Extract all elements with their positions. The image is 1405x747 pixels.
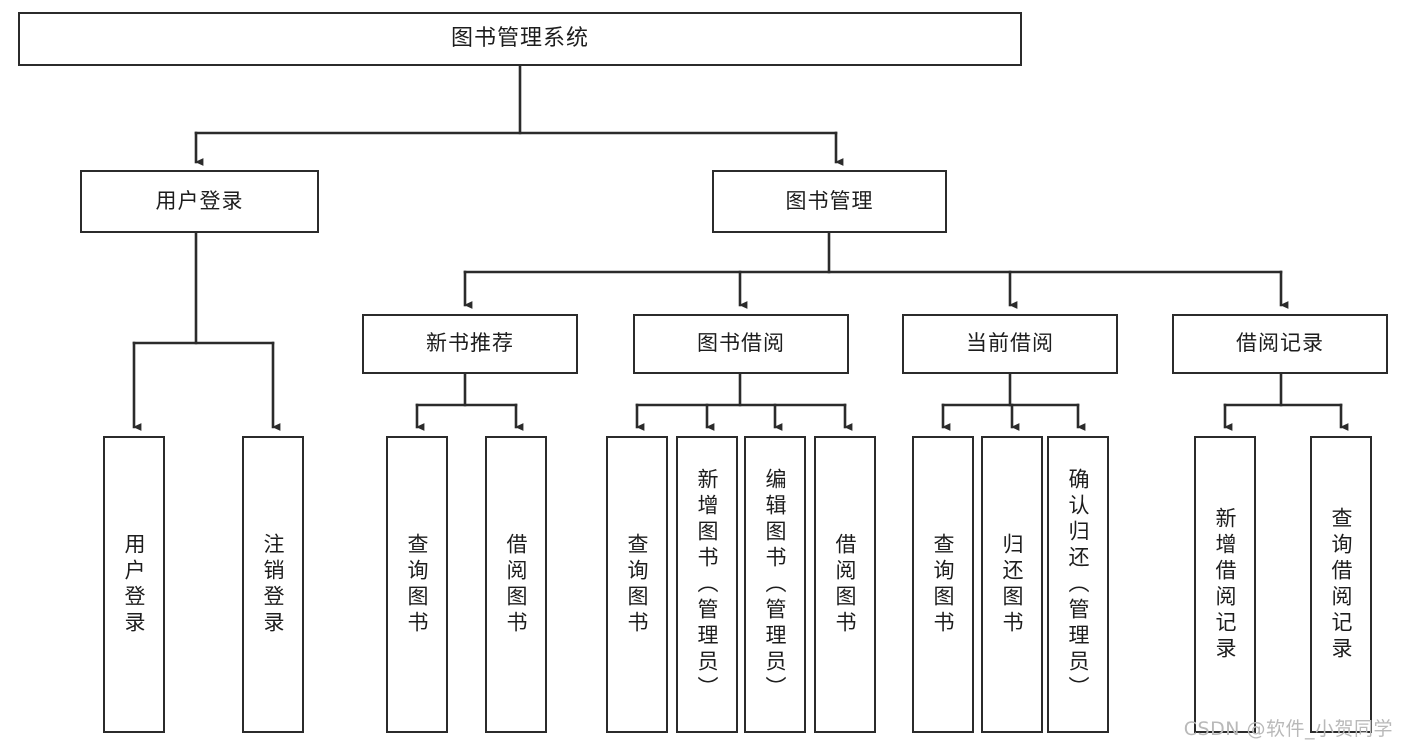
leaf-current-confirm-return[interactable]: 确认归还（管理员） bbox=[1047, 436, 1109, 733]
leaf-label: 查询图书 bbox=[931, 532, 956, 637]
leaf-label: 借阅图书 bbox=[833, 532, 858, 637]
node-user-login[interactable]: 用户登录 bbox=[80, 170, 319, 233]
leaf-borrow-borrow-book[interactable]: 借阅图书 bbox=[814, 436, 876, 733]
leaf-label: 查询借阅记录 bbox=[1329, 506, 1354, 663]
leaf-label: 借阅图书 bbox=[504, 532, 529, 637]
leaf-new-book-borrow[interactable]: 借阅图书 bbox=[485, 436, 547, 733]
leaf-borrow-add-book[interactable]: 新增图书（管理员） bbox=[676, 436, 738, 733]
leaf-borrow-query-book[interactable]: 查询图书 bbox=[606, 436, 668, 733]
node-book-borrow[interactable]: 图书借阅 bbox=[633, 314, 849, 374]
leaf-label: 归还图书 bbox=[1000, 532, 1025, 637]
leaf-label: 用户登录 bbox=[122, 532, 147, 637]
leaf-label: 注销登录 bbox=[261, 532, 286, 637]
node-new-book-recommend[interactable]: 新书推荐 bbox=[362, 314, 578, 374]
leaf-current-query-book[interactable]: 查询图书 bbox=[912, 436, 974, 733]
leaf-label: 新增图书（管理员） bbox=[695, 467, 720, 702]
leaf-label: 查询图书 bbox=[625, 532, 650, 637]
node-root-system[interactable]: 图书管理系统 bbox=[18, 12, 1022, 66]
node-current-borrow[interactable]: 当前借阅 bbox=[902, 314, 1118, 374]
leaf-user-login-logout[interactable]: 注销登录 bbox=[242, 436, 304, 733]
node-borrow-record[interactable]: 借阅记录 bbox=[1172, 314, 1388, 374]
watermark-text: CSDN @软件_小贺同学 bbox=[1183, 718, 1393, 740]
leaf-record-query[interactable]: 查询借阅记录 bbox=[1310, 436, 1372, 733]
leaf-user-login-login[interactable]: 用户登录 bbox=[103, 436, 165, 733]
leaf-label: 确认归还（管理员） bbox=[1066, 467, 1091, 702]
leaf-record-add[interactable]: 新增借阅记录 bbox=[1194, 436, 1256, 733]
leaf-label: 编辑图书（管理员） bbox=[763, 467, 788, 702]
leaf-new-book-query[interactable]: 查询图书 bbox=[386, 436, 448, 733]
leaf-label: 查询图书 bbox=[405, 532, 430, 637]
node-book-management[interactable]: 图书管理 bbox=[712, 170, 947, 233]
leaf-borrow-edit-book[interactable]: 编辑图书（管理员） bbox=[744, 436, 806, 733]
leaf-current-return-book[interactable]: 归还图书 bbox=[981, 436, 1043, 733]
leaf-label: 新增借阅记录 bbox=[1213, 506, 1238, 663]
